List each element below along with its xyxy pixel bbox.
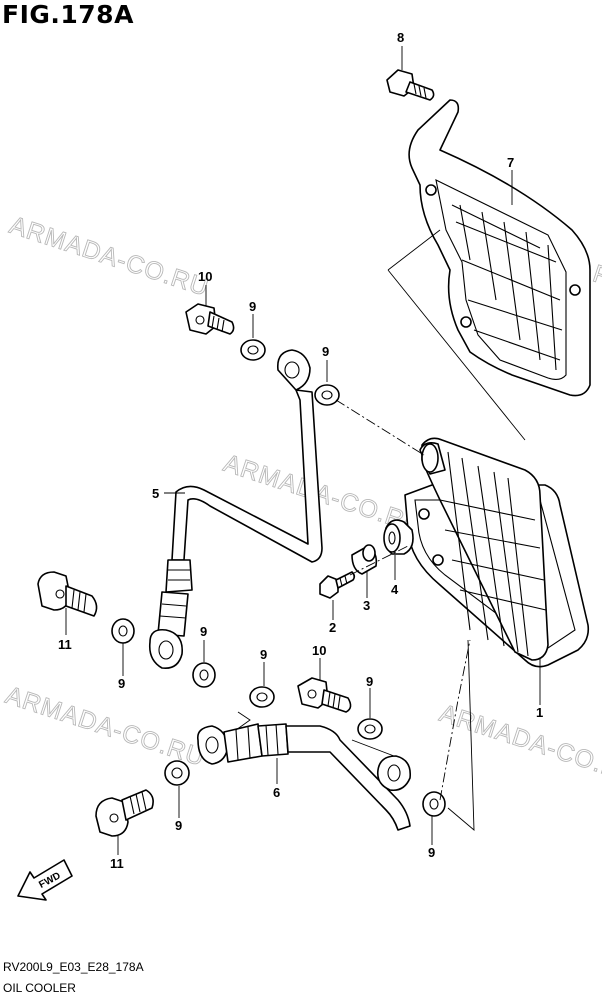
callout-7: 7 [507,155,514,170]
assembly-line-upper-hose [335,399,425,456]
washer-9c [111,618,135,644]
callout-9-e: 9 [260,647,267,662]
callout-9-g: 9 [175,818,182,833]
part-4-grommet [383,519,414,555]
washer-9g [164,760,190,786]
callout-9-h: 9 [428,845,435,860]
washer-9e [249,686,275,708]
fwd-arrow-icon: FWD [17,859,73,901]
part-3-collar [351,544,378,575]
callout-9-f: 9 [366,674,373,689]
callout-10-lower: 10 [312,643,326,658]
assembly-line-bolt-2 [349,544,411,576]
callout-6: 6 [273,785,280,800]
figure-code: RV200L9_E03_E28_178A [3,960,144,974]
part-7-cooler-guard [408,99,591,397]
callout-8: 8 [397,30,404,45]
callout-11-upper: 11 [58,637,72,652]
callout-3: 3 [363,598,370,613]
part-1-oil-cooler [404,437,590,668]
washer-9b [314,384,340,406]
figure-title: FIG.178A [2,0,134,29]
assembly-line-guard [387,229,526,441]
callout-9-a: 9 [249,299,256,314]
part-11-union-bolt-lower [95,789,154,837]
watermark-bottom-left: ARMADA-CO.RU [2,681,208,772]
washer-9f [357,718,383,740]
part-10-union-bolt-lower [297,677,352,713]
part-10-union-bolt-upper [185,303,235,335]
callout-1: 1 [536,705,543,720]
callout-9-d: 9 [118,676,125,691]
watermark-top-left: ARMADA-CO.RU [6,211,212,302]
callout-4: 4 [391,582,399,597]
callout-9-c: 9 [200,624,207,639]
part-6-oil-hose-lower [196,723,412,831]
part-2-bolt [319,571,356,599]
leader-lines [65,46,541,855]
callout-11-lower: 11 [110,856,124,871]
part-8-bolt [386,69,435,101]
watermark-bottom-right: ARMADA-CO.RU [436,699,602,790]
callout-2: 2 [329,620,336,635]
callout-9-b: 9 [322,344,329,359]
part-5-oil-hose-upper [148,349,323,670]
washer-9h [422,791,446,817]
figure-name: OIL COOLER [3,981,76,995]
part-11-union-bolt-upper [37,571,98,617]
washer-9d [192,662,216,688]
callout-10-upper: 10 [198,269,212,284]
callout-5: 5 [152,486,159,501]
washer-9a [240,339,266,361]
assembly-line-lower-guide [235,639,475,831]
